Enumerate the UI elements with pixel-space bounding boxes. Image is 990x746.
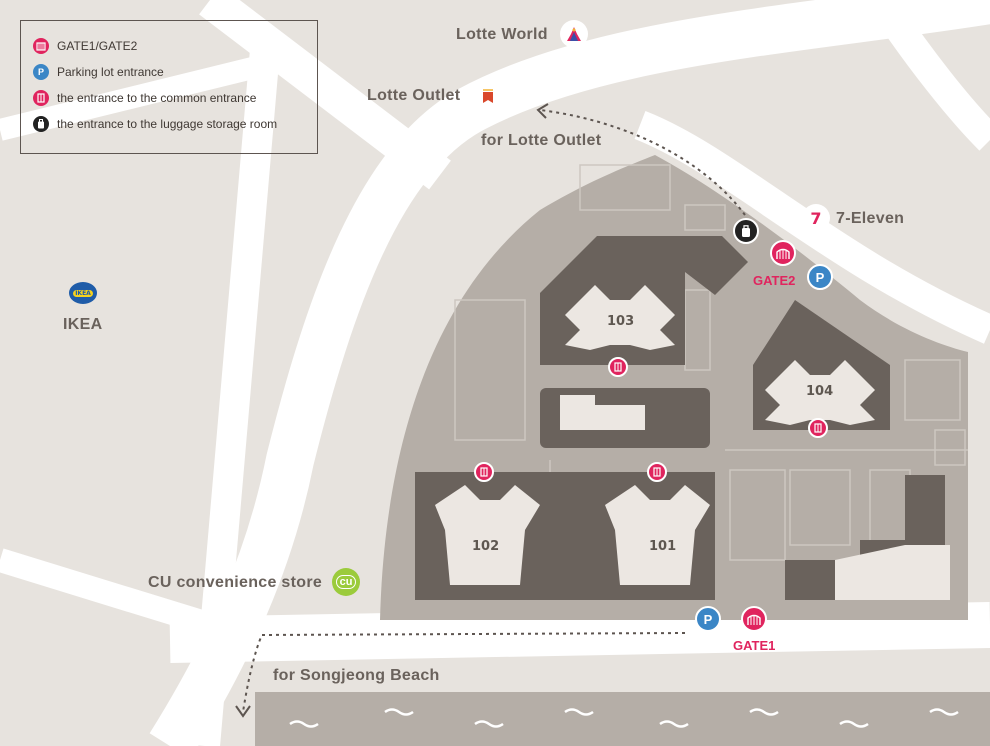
door-icon — [480, 467, 488, 477]
map-legend: GATE1/GATE2 P Parking lot entrance the e… — [20, 20, 318, 154]
waves — [289, 708, 959, 728]
parking-entrance-gate1-marker[interactable]: P — [695, 606, 721, 632]
seven-eleven-logo-icon: 7 — [802, 204, 830, 232]
building-102-label: 102 — [472, 539, 500, 554]
legend-label-common-entrance: the entrance to the common entrance — [57, 91, 257, 105]
door-icon — [653, 467, 661, 477]
beach-strip — [255, 692, 990, 746]
legend-label-parking: Parking lot entrance — [57, 65, 164, 79]
gate-icon — [33, 38, 49, 54]
label-cu-store: CU convenience store — [148, 574, 323, 591]
building-103-label: 103 — [607, 314, 635, 329]
label-lotte-outlet: Lotte Outlet — [367, 87, 461, 104]
door-icon — [614, 362, 622, 372]
parking-entrance-gate2-marker[interactable]: P — [807, 264, 833, 290]
common-entrance-101-marker[interactable] — [647, 462, 667, 482]
gate1-label: GATE1 — [733, 638, 776, 653]
parking-symbol: P — [37, 67, 44, 77]
common-entrance-103-marker[interactable] — [608, 357, 628, 377]
seven-eleven-logo-text: 7 — [810, 208, 822, 228]
ikea-logo-icon: IKEA — [69, 282, 97, 304]
route-arrows — [242, 109, 746, 713]
common-entrance-102-marker[interactable] — [474, 462, 494, 482]
parking-icon: P — [703, 611, 713, 627]
building-cores — [435, 285, 950, 600]
gate1-marker[interactable] — [741, 606, 767, 632]
annex-tower — [905, 475, 945, 540]
luggage-icon — [742, 224, 750, 237]
label-for-lotte-outlet: for Lotte Outlet — [481, 132, 602, 149]
gate2-marker[interactable] — [770, 240, 796, 266]
label-for-songjeong-beach: for Songjeong Beach — [273, 667, 440, 684]
legend-label-gate: GATE1/GATE2 — [57, 39, 138, 53]
parking-lines — [454, 164, 968, 571]
common-entrance-104-marker[interactable] — [808, 418, 828, 438]
legend-label-luggage: the entrance to the luggage storage room — [57, 117, 278, 131]
parking-icon: P — [815, 269, 825, 285]
gate2-label: GATE2 — [753, 273, 796, 288]
cu-logo-icon: cu — [332, 568, 360, 596]
route-to-lotte-outlet — [539, 109, 746, 216]
gate-icon — [747, 614, 761, 625]
ikea-logo-text: IKEA — [73, 289, 93, 297]
gate-icon — [776, 248, 790, 259]
building-104-label: 104 — [806, 384, 834, 399]
door-icon — [33, 90, 49, 106]
building-101-label: 101 — [649, 539, 677, 554]
route-to-songjeong — [242, 632, 686, 713]
parking-icon: P — [33, 64, 49, 80]
label-lotte-world: Lotte World — [456, 26, 548, 43]
label-ikea: IKEA — [63, 316, 103, 333]
luggage-icon — [33, 116, 49, 132]
cu-logo-text: cu — [335, 575, 357, 589]
luggage-storage-marker[interactable] — [733, 218, 759, 244]
lotte-world-logo-icon — [560, 20, 588, 48]
legend-item-parking: P Parking lot entrance — [33, 59, 305, 85]
label-7-eleven: 7-Eleven — [836, 210, 905, 227]
legend-item-common-entrance: the entrance to the common entrance — [33, 85, 305, 111]
arrowheads — [235, 103, 549, 718]
lotte-outlet-logo-icon — [474, 82, 502, 110]
legend-item-gate: GATE1/GATE2 — [33, 33, 305, 59]
door-icon — [814, 423, 822, 433]
legend-item-luggage: the entrance to the luggage storage room — [33, 111, 305, 137]
